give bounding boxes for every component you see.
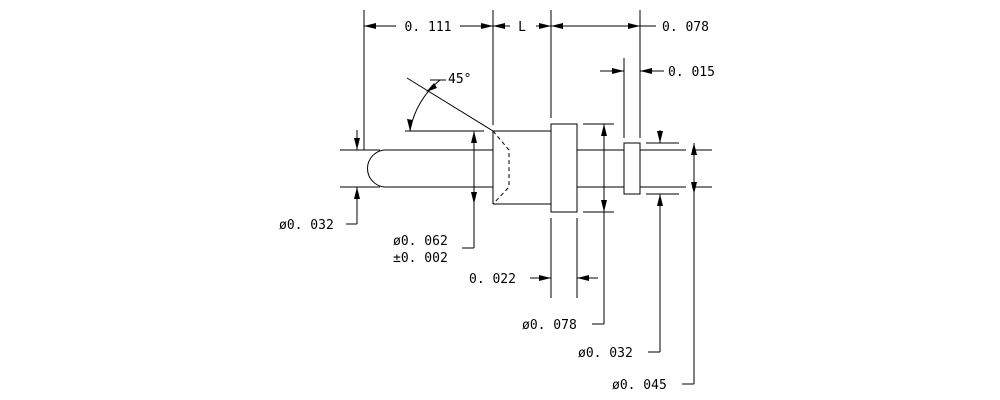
dim-flange-width: 0. 022 bbox=[469, 272, 598, 287]
dim-length-0078: 0. 078 bbox=[551, 20, 709, 35]
dim-label-body-0062: ø0. 062 bbox=[393, 234, 448, 249]
dim-label-flange-0022: 0. 022 bbox=[469, 272, 516, 287]
dim-label-0015: 0. 015 bbox=[668, 65, 715, 80]
dim-collar-diameter: ø0. 045 bbox=[612, 143, 697, 393]
dim-label-45deg: 45° bbox=[448, 72, 471, 87]
dim-shoulder-0015: 0. 015 bbox=[600, 65, 715, 80]
dim-label-L: L bbox=[518, 20, 526, 35]
dim-tip-diameter: ø0. 032 bbox=[279, 130, 360, 233]
dim-length-0111: 0. 111 bbox=[364, 20, 493, 35]
dim-label-tail-0032: ø0. 032 bbox=[578, 346, 633, 361]
dim-label-0111: 0. 111 bbox=[405, 20, 452, 35]
dim-label-0078-length: 0. 078 bbox=[662, 20, 709, 35]
dim-label-collar-0045: ø0. 045 bbox=[612, 378, 667, 393]
dim-label-body-tolerance: ±0. 002 bbox=[393, 251, 448, 266]
dim-length-L: L bbox=[493, 20, 551, 35]
dim-flange-diameter: ø0. 078 bbox=[522, 124, 607, 333]
dim-tail-diameter: ø0. 032 bbox=[578, 130, 663, 361]
dim-body-diameter: ø0. 062 ±0. 002 bbox=[393, 131, 477, 266]
dim-label-tip-0032: ø0. 032 bbox=[279, 218, 334, 233]
dim-chamfer-angle: 45° bbox=[407, 72, 471, 132]
pin-part-outline bbox=[367, 123, 686, 213]
dim-label-flange-0078: ø0. 078 bbox=[522, 318, 577, 333]
extension-lines bbox=[340, 10, 712, 298]
